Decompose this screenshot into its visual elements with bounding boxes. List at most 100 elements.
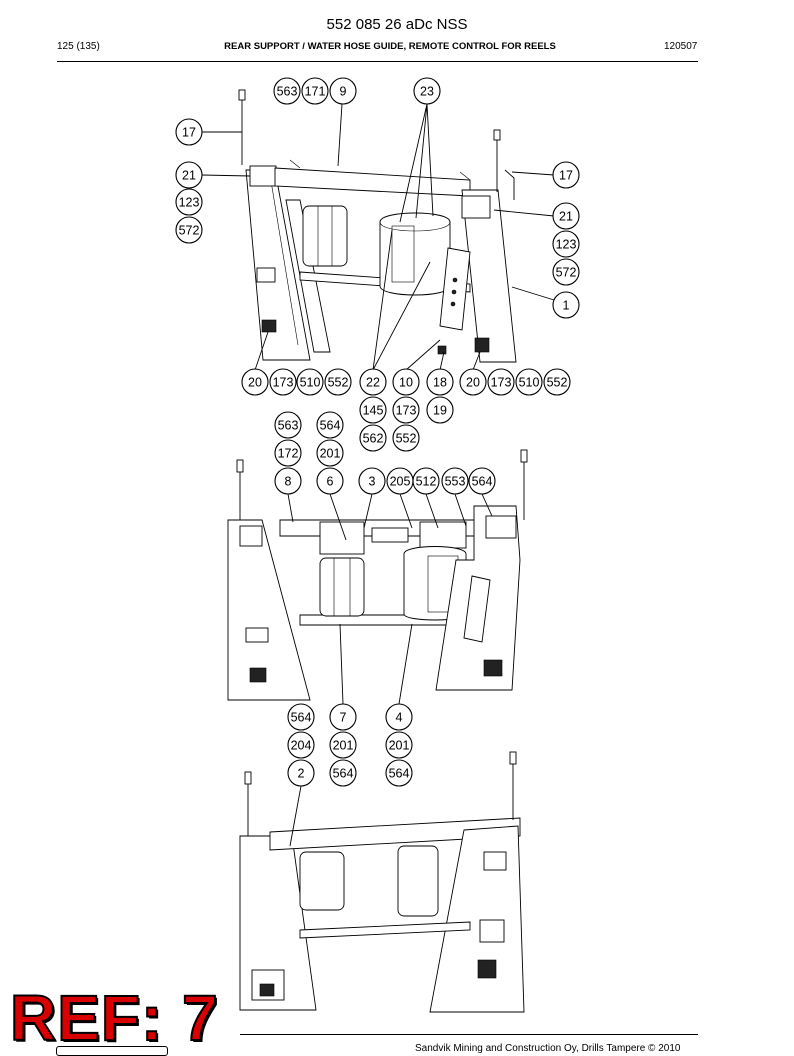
callout-balloon: 22	[359, 368, 387, 396]
callout-label: 172	[278, 447, 299, 461]
callout-balloon: 172	[274, 439, 302, 467]
footer-copyright: Sandvik Mining and Construction Oy, Dril…	[415, 1043, 681, 1054]
callout-label: 19	[433, 404, 447, 418]
callout-label: 17	[182, 126, 196, 140]
callout-balloon: 572	[175, 216, 203, 244]
callout-label: 564	[389, 767, 410, 781]
callout-label: 512	[416, 475, 437, 489]
callout-label: 552	[396, 432, 417, 446]
callout-balloon: 17	[175, 118, 203, 146]
callout-balloon: 123	[175, 188, 203, 216]
callout-balloon: 3	[358, 467, 386, 495]
callout-label: 9	[340, 85, 347, 99]
callout-label: 17	[559, 169, 573, 183]
callout-label: 10	[399, 376, 413, 390]
callout-label: 564	[333, 767, 354, 781]
callout-label: 3	[369, 475, 376, 489]
callout-balloon: 8	[274, 467, 302, 495]
callout-balloon: 553	[441, 467, 469, 495]
callout-label: 2	[298, 767, 305, 781]
callout-label: 510	[300, 376, 321, 390]
callout-balloon: 564	[316, 411, 344, 439]
callout-label: 4	[396, 711, 403, 725]
callout-label: 204	[291, 739, 312, 753]
callout-label: 572	[556, 266, 577, 280]
callout-label: 18	[433, 376, 447, 390]
callout-balloon: 201	[385, 731, 413, 759]
callout-balloon: 572	[552, 258, 580, 286]
callout-label: 552	[547, 376, 568, 390]
callout-label: 564	[472, 475, 493, 489]
callout-balloon: 510	[515, 368, 543, 396]
page-title: REAR SUPPORT / WATER HOSE GUIDE, REMOTE …	[224, 41, 556, 52]
callout-label: 7	[340, 711, 347, 725]
callout-label: 21	[182, 169, 196, 183]
callout-label: 564	[291, 711, 312, 725]
callout-label: 205	[390, 475, 411, 489]
callout-balloon: 2	[287, 759, 315, 787]
callout-balloon: 173	[392, 396, 420, 424]
callout-balloon: 123	[552, 230, 580, 258]
document-number: 552 085 26 aDc NSS	[326, 16, 468, 33]
callout-label: 572	[179, 224, 200, 238]
ref-stamp: REF: 7	[9, 982, 219, 1054]
document-code: 120507	[664, 41, 698, 52]
assembly-view-2	[227, 449, 528, 705]
assembly-view-1	[201, 89, 555, 371]
callout-balloon: 4	[385, 703, 413, 731]
callout-balloon: 6	[316, 467, 344, 495]
header-divider	[57, 61, 698, 62]
callout-balloon: 564	[329, 759, 357, 787]
callout-label: 20	[466, 376, 480, 390]
callout-balloon: 510	[296, 368, 324, 396]
callout-label: 173	[396, 404, 417, 418]
callout-label: 562	[363, 432, 384, 446]
callout-label: 21	[559, 210, 573, 224]
callout-balloon: 9	[329, 77, 357, 105]
callout-balloon: 1	[552, 291, 580, 319]
callout-label: 23	[420, 85, 434, 99]
callout-balloon: 20	[459, 368, 487, 396]
assembly-view-3	[239, 751, 525, 1013]
callout-balloon: 564	[385, 759, 413, 787]
callout-label: 510	[519, 376, 540, 390]
callout-balloon: 171	[301, 77, 329, 105]
callout-label: 201	[320, 447, 341, 461]
callout-balloon: 173	[487, 368, 515, 396]
callout-balloon: 552	[324, 368, 352, 396]
callout-label: 564	[320, 419, 341, 433]
callout-label: 201	[389, 739, 410, 753]
callout-balloon: 23	[413, 77, 441, 105]
callout-balloon: 563	[274, 411, 302, 439]
callout-balloon: 21	[175, 161, 203, 189]
callout-label: 6	[327, 475, 334, 489]
callout-balloon: 512	[412, 467, 440, 495]
callout-label: 123	[556, 238, 577, 252]
callout-label: 173	[273, 376, 294, 390]
callout-label: 563	[277, 85, 298, 99]
callout-balloon: 201	[329, 731, 357, 759]
callout-label: 173	[491, 376, 512, 390]
callout-balloon: 7	[329, 703, 357, 731]
callout-label: 1	[563, 299, 570, 313]
callout-balloon: 552	[392, 424, 420, 452]
callout-balloon: 564	[468, 467, 496, 495]
callout-label: 123	[179, 196, 200, 210]
page-number: 125 (135)	[57, 41, 100, 52]
callout-balloon: 21	[552, 202, 580, 230]
callout-label: 563	[278, 419, 299, 433]
callout-label: 20	[248, 376, 262, 390]
callout-label: 553	[445, 475, 466, 489]
callout-balloon: 19	[426, 396, 454, 424]
callout-label: 8	[285, 475, 292, 489]
callout-balloon: 552	[543, 368, 571, 396]
callout-balloon: 10	[392, 368, 420, 396]
callout-balloon: 20	[241, 368, 269, 396]
callout-balloon: 145	[359, 396, 387, 424]
footer-divider	[240, 1034, 698, 1035]
callout-balloon: 204	[287, 731, 315, 759]
callout-label: 145	[363, 404, 384, 418]
callout-balloon: 205	[386, 467, 414, 495]
